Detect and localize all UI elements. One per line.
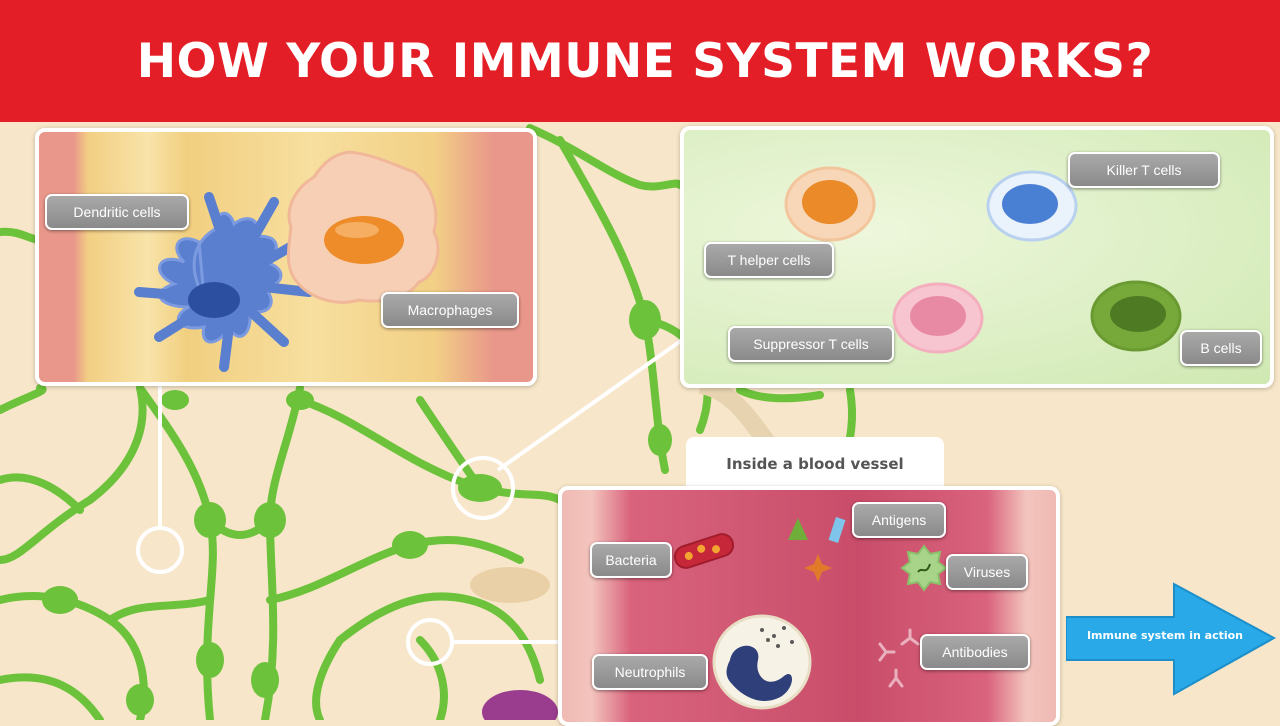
blood-vessel-tab: Inside a blood vessel (686, 437, 944, 489)
virus-icon (900, 544, 948, 592)
label-dendritic-cells[interactable]: Dendritic cells (45, 194, 189, 230)
tissue-panel: Dendritic cells Macrophages (35, 128, 537, 386)
page-title: HOW YOUR IMMUNE SYSTEM WORKS? (136, 33, 1154, 89)
label-suppressor-t-cells[interactable]: Suppressor T cells (728, 326, 894, 362)
bacteria-icon (673, 533, 735, 569)
antigen-icon (788, 517, 846, 582)
label-macrophages[interactable]: Macrophages (381, 292, 519, 328)
neutrophil-icon (712, 614, 812, 710)
label-antigens[interactable]: Antigens (852, 502, 946, 538)
lymph-cells-panel: Killer T cells T helper cells Suppressor… (680, 126, 1274, 388)
label-killer-t-cells[interactable]: Killer T cells (1068, 152, 1220, 188)
label-t-helper-cells[interactable]: T helper cells (704, 242, 834, 278)
title-banner: HOW YOUR IMMUNE SYSTEM WORKS? (0, 0, 1280, 122)
label-viruses[interactable]: Viruses (946, 554, 1028, 590)
lymph-illustration (784, 166, 1182, 354)
label-b-cells[interactable]: B cells (1180, 330, 1262, 366)
macrophage-icon (286, 150, 440, 304)
action-button-label: Immune system in action (1086, 629, 1244, 642)
dendritic-cell-icon (134, 192, 314, 372)
blood-vessel-title: Inside a blood vessel (726, 455, 904, 473)
suppressor-t-cell-icon (892, 282, 984, 354)
blood-vessel-panel: Bacteria Antigens Viruses Neutrophils An… (558, 486, 1060, 726)
killer-t-cell-icon (986, 170, 1078, 242)
label-neutrophils[interactable]: Neutrophils (592, 654, 708, 690)
b-cell-icon (1090, 280, 1182, 352)
label-bacteria[interactable]: Bacteria (590, 542, 672, 578)
tissue-illustration (134, 150, 440, 372)
arrow-right-icon (1066, 582, 1276, 696)
t-helper-cell-icon (784, 166, 876, 242)
antibodies-icon (878, 628, 920, 688)
label-antibodies[interactable]: Antibodies (920, 634, 1030, 670)
blood-vessel-illustration (673, 517, 948, 710)
immune-system-in-action-button[interactable]: Immune system in action (1066, 580, 1276, 698)
